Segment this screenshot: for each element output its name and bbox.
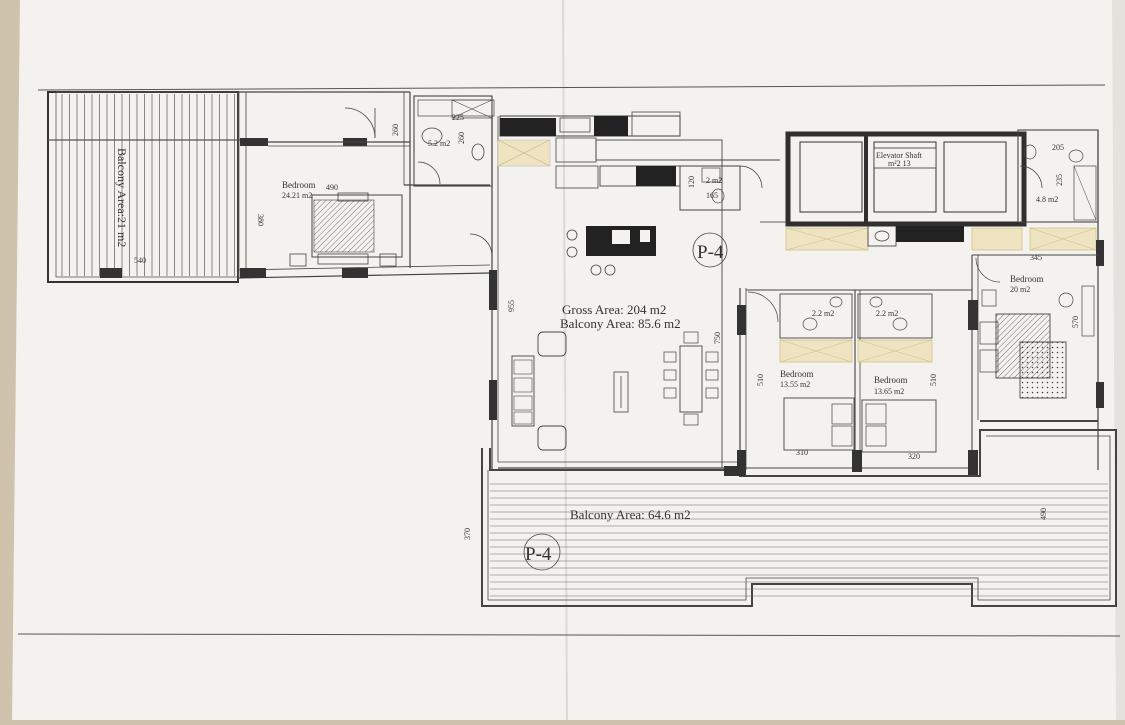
bedroom-left-area: 24.21 m2 <box>282 191 312 200</box>
dim-310: 310 <box>796 448 808 457</box>
dim-235: 235 <box>1055 174 1064 186</box>
gross-area-label: Gross Area: 204 m2 <box>562 302 666 317</box>
dim-320: 320 <box>908 452 920 461</box>
dim-540: 540 <box>134 256 146 265</box>
bedroom-mid2-name: Bedroom <box>874 375 908 385</box>
bedroom-right-area: 20 m2 <box>1010 285 1030 294</box>
bath-left-area: 5.2 m2 <box>428 139 450 148</box>
bedroom-mid2-area: 13.65 m2 <box>874 387 904 396</box>
dim-260-a: 260 <box>391 124 400 136</box>
dim-750: 750 <box>713 332 722 344</box>
balcony-area-label: Balcony Area: 85.6 m2 <box>560 316 681 331</box>
bedroom-right-name: Bedroom <box>1010 274 1044 284</box>
main-living <box>489 111 747 476</box>
bedroom-mid1-name: Bedroom <box>780 369 814 379</box>
bedroom-right <box>972 254 1098 422</box>
bottom-balcony <box>481 429 1117 607</box>
bath-mid2-area: 2.2 m2 <box>876 309 898 318</box>
dim-120: 120 <box>687 176 696 188</box>
dim-370: 370 <box>463 528 472 540</box>
unit-tag-bottom-circle <box>523 533 561 571</box>
bottom-rule <box>17 633 1121 637</box>
dim-510-a: 510 <box>756 374 765 386</box>
dim-955: 955 <box>507 300 516 312</box>
dim-570: 570 <box>1071 316 1080 328</box>
elevator-area: m²2 13 <box>888 159 911 168</box>
paper-sheet <box>12 0 1125 720</box>
dim-510-b: 510 <box>929 374 938 386</box>
dim-490-left: 490 <box>326 183 338 192</box>
bedroom-mid1-area: 13.55 m2 <box>780 380 810 389</box>
bath-right-area: 4.8 m2 <box>1036 195 1058 204</box>
dim-380: 380 <box>256 214 265 226</box>
dim-260-b: 260 <box>457 132 466 144</box>
dim-345: 345 <box>1030 253 1042 262</box>
bath-mid1-area: 2.2 m2 <box>812 309 834 318</box>
dim-165: 165 <box>706 191 718 200</box>
left-wing <box>237 91 493 282</box>
dim-205: 205 <box>1052 143 1064 152</box>
elevator-core <box>760 131 1098 251</box>
unit-tag-bottom: P-4 <box>525 544 552 565</box>
dim-490-right: 490 <box>1039 508 1048 520</box>
small-wc <box>679 159 780 211</box>
balcony-left-label: Balcony Area:21 m2 <box>115 148 129 247</box>
dim-225: 225 <box>452 113 464 122</box>
top-rule <box>37 84 1106 91</box>
elevator-label: Elevator Shaft <box>876 151 923 160</box>
unit-tag-top-circle <box>692 232 728 268</box>
balcony-bottom-label: Balcony Area: 64.6 m2 <box>570 507 691 522</box>
wc-small-area: 2 m2 <box>706 176 722 185</box>
right-bath <box>1017 129 1104 470</box>
bedroom-left-name: Bedroom <box>282 180 316 190</box>
unit-tag-top: P-4 <box>697 242 724 263</box>
